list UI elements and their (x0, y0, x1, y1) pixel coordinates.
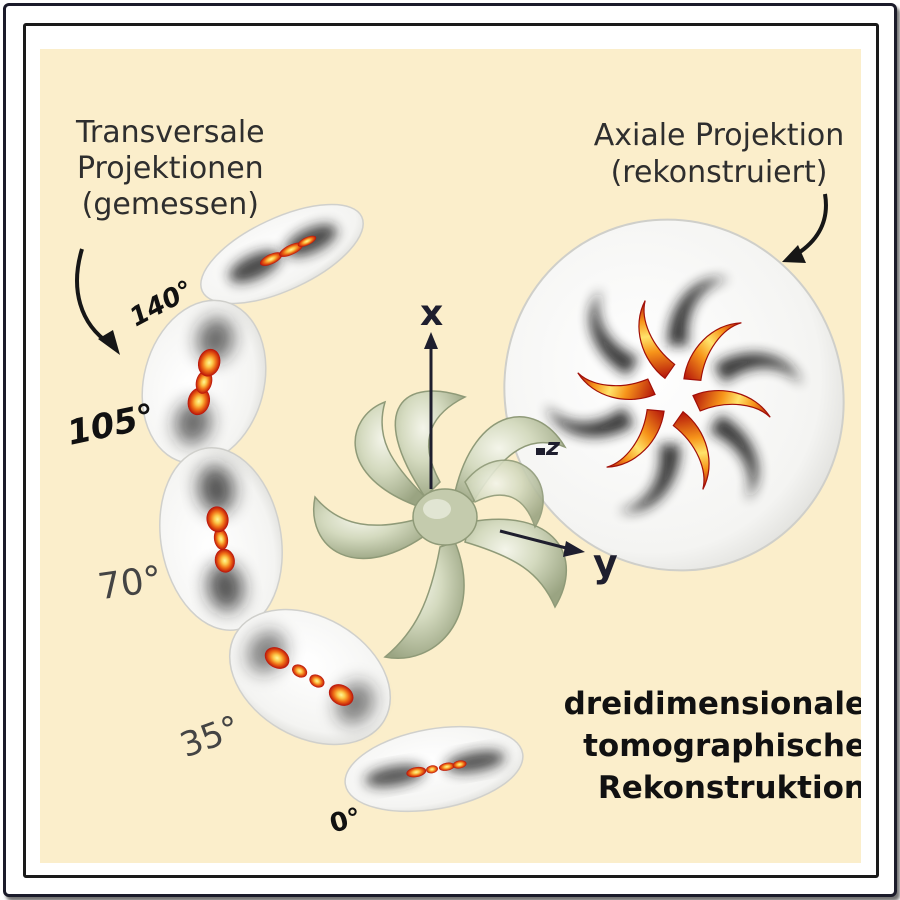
arrow-transversal (75, 248, 120, 355)
axis-y-label: y (593, 541, 618, 585)
coordinate-axes (424, 332, 585, 557)
angle-label-70: 70° (95, 558, 165, 609)
figure-artwork (75, 193, 845, 813)
transversal-line-2: Projektionen (76, 151, 264, 186)
summary-line-3: Rekonstruktion (597, 770, 861, 806)
projection-disc-70 (159, 447, 283, 631)
reconstruction-3d-sculpture (313, 390, 568, 659)
axial-line-2: (rekonstruiert) (610, 155, 828, 190)
transversal-line-1: Transversale (76, 115, 265, 150)
transversal-line-3: (gemessen) (81, 187, 259, 222)
figure-panel: Transversale Projektionen (gemessen) Axi… (40, 49, 861, 863)
projection-disc-0 (344, 725, 524, 813)
axis-z-label: z (546, 433, 560, 461)
summary-line-2: tomographische (583, 728, 861, 764)
summary-label: dreidimensionale tomographische Rekonstr… (526, 683, 861, 809)
summary-line-1: dreidimensionale (563, 686, 861, 722)
arrow-axial (782, 193, 828, 263)
outer-frame: Transversale Projektionen (gemessen) Axi… (3, 3, 897, 897)
projection-disc-35 (228, 608, 392, 746)
inner-frame: Transversale Projektionen (gemessen) Axi… (23, 23, 879, 878)
projection-disc-140 (200, 203, 364, 305)
axis-x-label: x (420, 293, 444, 334)
axial-label: Axiale Projektion (rekonstruiert) (574, 117, 861, 191)
transversal-label: Transversale Projektionen (gemessen) (76, 115, 265, 223)
axial-line-1: Axiale Projektion (593, 118, 845, 153)
